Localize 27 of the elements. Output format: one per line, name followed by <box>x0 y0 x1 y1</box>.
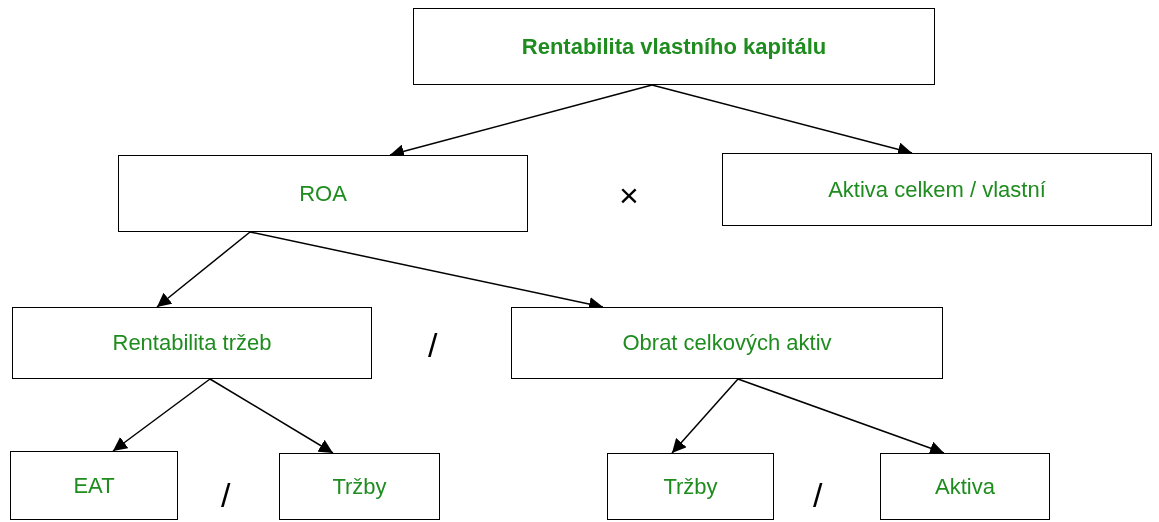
arrow <box>156 231 251 308</box>
box-label: ROA <box>299 180 347 207</box>
box-label: Aktiva <box>935 473 995 500</box>
process-box <box>880 453 1050 520</box>
box-label: Rentabilita vlastního kapitálu <box>521 33 827 60</box>
arrow <box>209 378 334 454</box>
process-box <box>279 453 440 520</box>
arrow <box>671 378 739 454</box>
division-sign: / <box>428 328 438 362</box>
process-box <box>722 153 1152 226</box>
box-label: Aktiva celkem / vlastní <box>828 176 1046 203</box>
box-label: Tržby <box>332 473 387 500</box>
process-box <box>10 451 178 520</box>
box-label: Rentabilita tržeb <box>112 330 272 356</box>
process-box <box>118 155 528 232</box>
process-box <box>413 8 935 85</box>
box-label: EAT <box>73 472 115 499</box>
box-label: Obrat celkových aktiv <box>622 330 832 356</box>
arrow <box>112 378 211 452</box>
division-sign: / <box>221 478 231 512</box>
arrow <box>737 378 945 455</box>
division-sign: / <box>813 478 823 512</box>
process-box <box>607 453 774 520</box>
process-box <box>12 307 372 379</box>
multiply-sign: × <box>619 178 639 212</box>
process-box <box>511 307 943 379</box>
box-label: Tržby <box>663 473 718 500</box>
